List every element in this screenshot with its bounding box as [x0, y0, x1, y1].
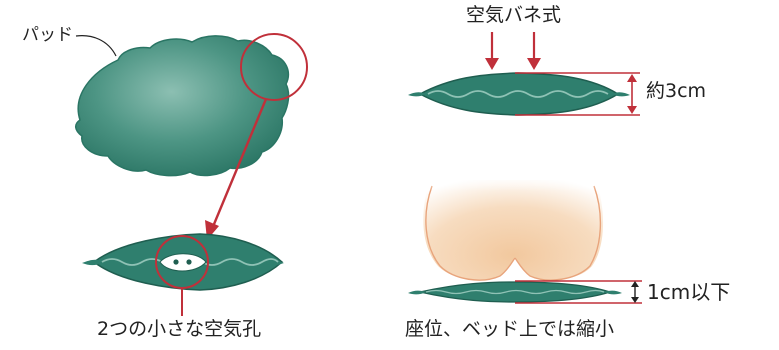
pad-label: パッド: [22, 25, 73, 45]
thickness-3cm-label: 約3cm: [646, 80, 707, 102]
pad-inflated: [408, 72, 630, 116]
thickness-1cm-dimension: [515, 280, 642, 304]
pad-top-view: [75, 35, 290, 177]
pad-compressed: [408, 281, 622, 303]
pad-body: [75, 35, 290, 177]
pad-cross-section-holes: [82, 233, 284, 291]
seated-compression-label: 座位、ベッド上では縮小: [405, 318, 615, 340]
air-spring-label: 空気バネ式: [466, 4, 562, 26]
pad-edge-magnifier: [240, 33, 308, 101]
thickness-3cm-dimension: [515, 72, 640, 116]
air-holes-label: 2つの小さな空気孔: [97, 318, 262, 340]
pad-leader-line: [75, 35, 117, 57]
thickness-1cm-label: 1cm以下: [647, 280, 731, 304]
spring-arrows: [485, 32, 541, 70]
seated-body: [415, 170, 615, 281]
